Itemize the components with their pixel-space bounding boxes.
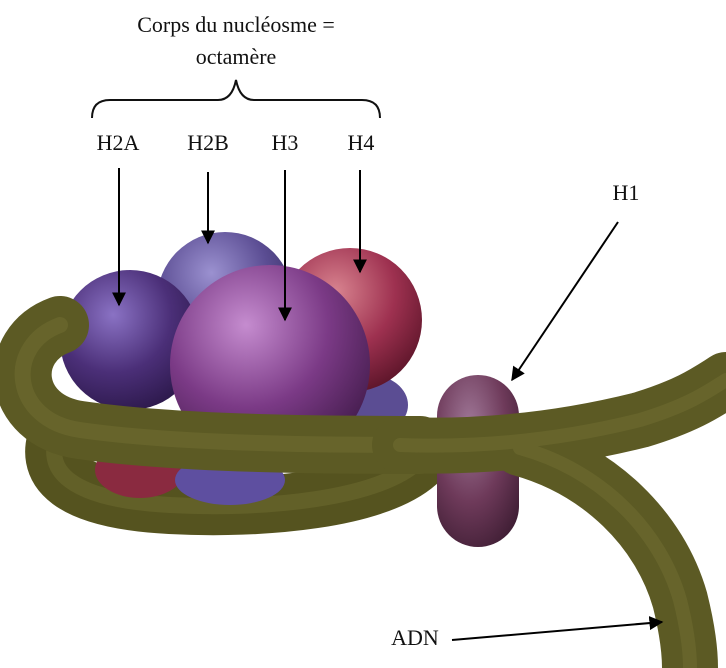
arrow-adn: [452, 622, 662, 640]
octamer-title-line2: octamère: [196, 44, 277, 69]
label-adn: ADN: [391, 625, 439, 650]
label-h1: H1: [613, 180, 640, 205]
label-h3: H3: [272, 130, 299, 155]
octamer-title-line1: Corps du nucléosme =: [137, 12, 335, 37]
label-h2a: H2A: [97, 130, 140, 155]
octamer-brace: [92, 80, 380, 118]
label-h4: H4: [348, 130, 375, 155]
arrow-h1: [512, 222, 618, 380]
label-h2b: H2B: [187, 130, 229, 155]
